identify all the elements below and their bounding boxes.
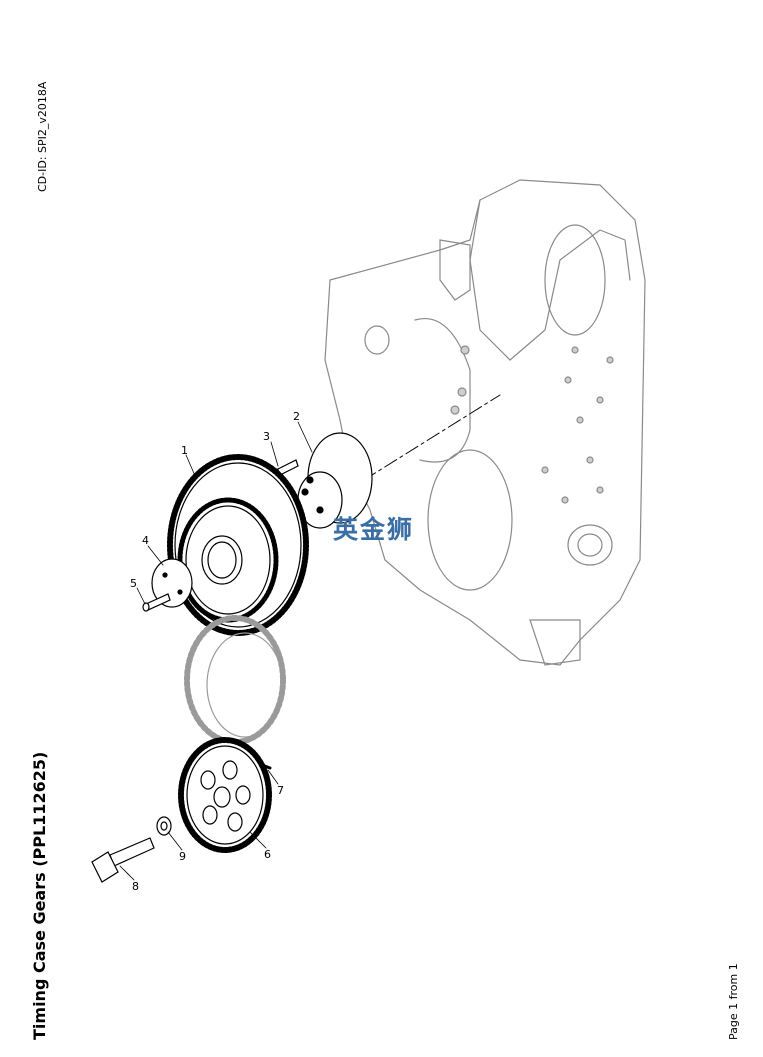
bolt-part-8 [91, 837, 155, 883]
leader-lines [119, 421, 313, 881]
retainer-plate-part-4 [151, 558, 193, 608]
bolt-part-5 [142, 593, 171, 612]
idler-gear-part-1 [167, 454, 309, 636]
callout-2: 2 [293, 410, 300, 423]
callout-5: 5 [130, 577, 137, 590]
gear-part-6 [178, 737, 272, 853]
pin-part-7 [260, 763, 272, 770]
callout-3: 3 [263, 430, 270, 443]
callout-7: 7 [277, 784, 284, 797]
callout-8: 8 [132, 880, 139, 893]
timing-case-housing [324, 179, 646, 666]
callout-4: 4 [142, 534, 149, 547]
callout-6: 6 [264, 848, 271, 861]
callout-1: 1 [181, 444, 188, 457]
washer-part-9 [156, 816, 172, 836]
callout-9: 9 [179, 850, 186, 863]
ring-gear-ghost [184, 615, 286, 745]
gear-hub-part-2 [297, 432, 373, 529]
watermark: 英金狮 [333, 515, 415, 544]
